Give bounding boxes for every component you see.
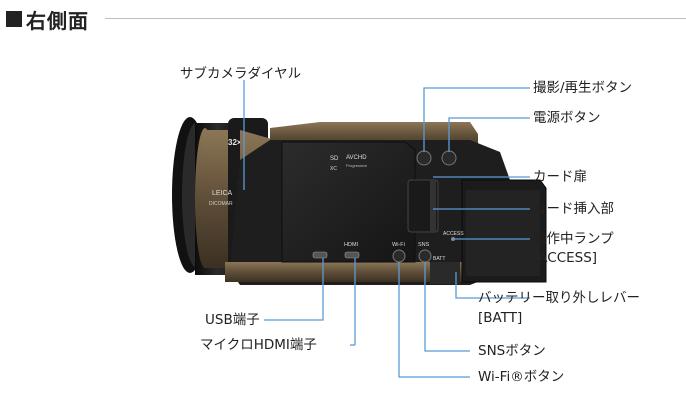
label-card-slot: カード挿入部 (533, 201, 614, 217)
zoom-marking: 32× (228, 138, 242, 147)
callout-lines (243, 80, 530, 378)
label-shoot-playback-button: 撮影/再生ボタン (533, 80, 633, 96)
label-battery-lever-code: [BATT] (478, 310, 523, 326)
lcd-panel: ACCESS (443, 179, 547, 283)
dicomar-marking: DICOMAR (209, 201, 233, 207)
callout-line-batt (455, 272, 530, 299)
wifi-marking: Wi-Fi (392, 242, 405, 248)
xc-marking: XC (330, 166, 337, 172)
label-battery-lever: バッテリー取り外しレバー (478, 290, 640, 306)
callout-line-power (448, 117, 530, 152)
card-slot (430, 180, 436, 232)
sd-marking: SD (330, 156, 339, 162)
batt-marking: BATT (433, 256, 445, 262)
header-divider (105, 18, 686, 19)
callout-line-usb (264, 258, 324, 321)
wifi-button (392, 249, 406, 263)
label-sub-camera-dial: サブカメラダイヤル (180, 66, 302, 82)
label-usb-port: USB端子 (205, 312, 260, 328)
progressive-marking: Progressive (346, 163, 368, 168)
callout-line-shoot (423, 87, 530, 152)
usb-port (312, 251, 328, 259)
camera-body: SD XC AVCHD Progressive HDMI Wi-Fi SNS B… (225, 122, 510, 285)
label-wifi-button: Wi-Fi®ボタン (478, 369, 565, 385)
hdmi-marking: HDMI (344, 242, 359, 248)
section-header: 右側面 (6, 6, 89, 33)
callout-line-wifi (398, 262, 470, 378)
label-hdmi-port: マイクロHDMI端子 (200, 337, 317, 353)
sns-marking: SNS (418, 242, 430, 248)
header-square-icon (6, 11, 22, 27)
label-access-lamp: 動作中ランプ (533, 231, 614, 247)
leica-marking: LEICA (212, 190, 233, 197)
sns-button (418, 249, 432, 263)
page-title: 右側面 (26, 8, 89, 33)
label-access-lamp-code: [ACCESS] (533, 250, 598, 266)
avchd-marking: AVCHD (346, 155, 367, 161)
label-card-door: カード扉 (533, 169, 587, 185)
label-power-button: 電源ボタン (533, 110, 601, 126)
access-marking: ACCESS (443, 231, 464, 237)
hdmi-port (344, 251, 360, 259)
callout-line-sns (424, 262, 470, 352)
label-sns-button: SNSボタン (478, 343, 546, 359)
power-button (441, 150, 457, 166)
shoot-playback-button (416, 150, 432, 166)
